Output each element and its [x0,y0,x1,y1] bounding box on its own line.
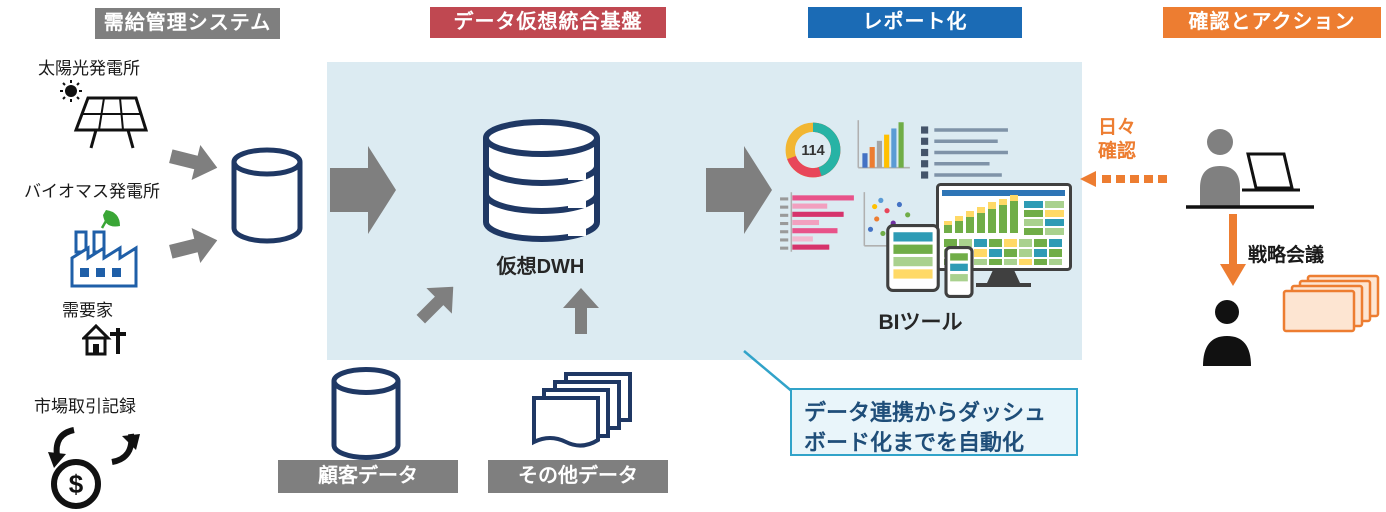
callout-automation-note: データ連携からダッシュボード化までを自動化 [790,388,1078,456]
label-daily-check: 日々 確認 [1098,116,1136,164]
label-virtual-dwh: 仮想DWH [496,256,585,278]
header-confirm-action: 確認とアクション [1163,7,1381,38]
label-strategy-meeting: 戦略会議 [1248,245,1325,266]
dotted-arrow-daily-check-icon [1080,170,1172,188]
consumer-icon [82,322,126,360]
header-data-platform: データ仮想統合基盤 [430,7,666,38]
bi-tablet-icon [886,224,940,292]
label-solar-plant: 太陽光発電所 [38,59,140,78]
arrow-to-strategy-icon [1220,214,1246,286]
person-at-laptop-icon [1184,126,1316,210]
bi-phone-icon [944,246,974,298]
label-bi-tool: BIツール [878,311,963,334]
svg-text:$: $ [69,469,84,499]
arrow-db-to-platform-icon [330,142,396,238]
documents-icon [530,372,636,456]
person-silhouette-icon [1200,298,1254,366]
header-reporting: レポート化 [808,7,1022,38]
bi-list-chart-icon [920,122,1010,182]
label-consumer: 需要家 [62,301,113,320]
arrow-biomass-to-db-icon [166,221,222,271]
label-other-data: その他データ [488,460,668,493]
donut-value: 114 [801,143,824,159]
virtual-dwh-icon [478,116,605,246]
label-customer-data: 顧客データ [278,460,458,493]
label-daily-check-line1: 日々 [1098,117,1137,138]
database-cylinder-icon [228,146,306,244]
label-biomass-plant: バイオマス発電所 [24,182,160,201]
strategy-docs-icon [1282,274,1382,334]
arrow-other-to-dwh-icon [560,288,602,334]
header-supply-management: 需給管理システム [95,8,280,39]
bi-hbar-chart-icon [778,190,858,254]
arrow-solar-to-db-icon [166,137,222,187]
callout-connector-line [730,345,800,397]
label-daily-check-line2: 確認 [1098,140,1137,162]
customer-db-cylinder-icon [328,366,404,460]
arrow-customer-to-dwh-icon [406,272,468,334]
bi-bar-chart-icon [850,116,914,176]
arrow-dwh-to-bi-icon [706,142,772,238]
market-trade-icon: $ [42,420,148,512]
bi-donut-chart-icon: 114 [783,120,843,180]
solar-panel-icon [58,78,150,158]
label-market-records: 市場取引記録 [34,397,136,416]
biomass-plant-icon [64,206,146,292]
